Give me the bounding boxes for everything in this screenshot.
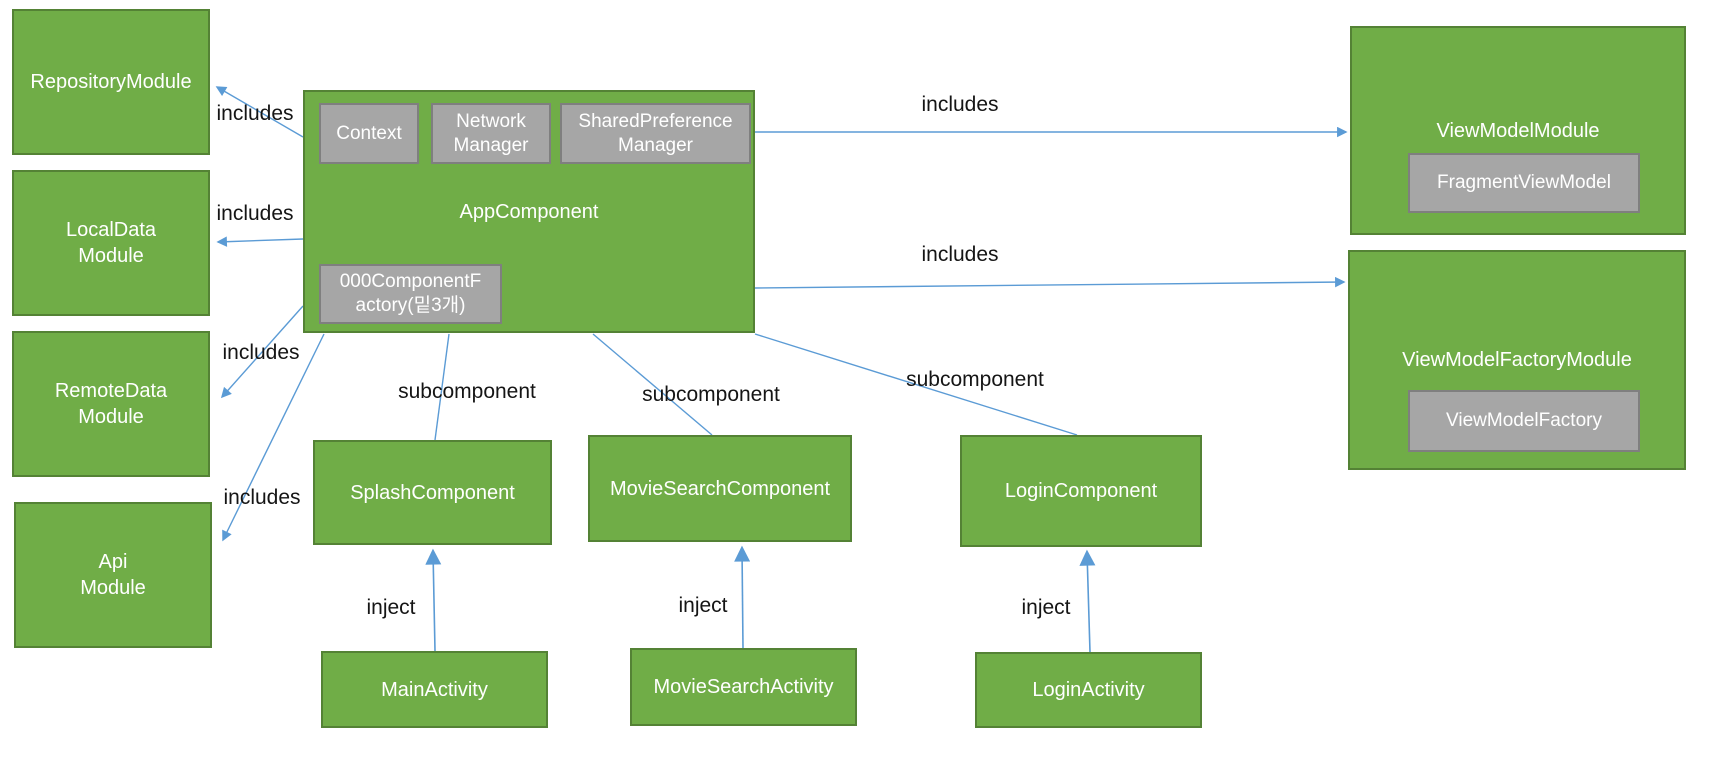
activity-login: LoginActivity [975, 652, 1202, 728]
edge-label-inject-movie-search: inject [678, 594, 728, 617]
module-api: Api Module [14, 502, 212, 648]
module-repository: RepositoryModule [12, 9, 210, 155]
edge-label-includes-local-data: includes [216, 202, 294, 225]
edge-label-subcomponent-movie-search: subcomponent [642, 383, 780, 406]
activity-main: MainActivity [321, 651, 548, 728]
provider-context: Context [319, 103, 419, 164]
app-component: AppComponent Context Network Manager Sha… [303, 90, 755, 333]
activity-movie-search-label: MovieSearchActivity [653, 676, 834, 698]
view-model-factory: ViewModelFactory [1408, 390, 1640, 452]
subcomponent-splash: SplashComponent [313, 440, 552, 545]
arrow-inject-login [1079, 549, 1096, 653]
edge-label-inject-login: inject [1021, 596, 1071, 619]
module-remote-data: RemoteData Module [12, 331, 210, 477]
provider-network-manager: Network Manager [431, 103, 551, 164]
arrow-inject-movie-search [734, 545, 751, 649]
subcomponent-splash-label: SplashComponent [350, 481, 515, 504]
provider-network-manager-label: Network Manager [453, 110, 529, 156]
activity-movie-search: MovieSearchActivity [630, 648, 857, 726]
module-remote-data-label: RemoteData Module [54, 380, 168, 428]
subcomponent-movie-search-label: MovieSearchComponent [609, 477, 831, 500]
subcomponent-movie-search: MovieSearchComponent [588, 435, 852, 542]
edge-label-includes-api: includes [223, 486, 301, 509]
provider-shared-preference-manager-label: SharedPreference Manager [578, 110, 733, 156]
edge-label-includes-remote-data: includes [222, 341, 300, 364]
view-model-factory-label: ViewModelFactory [1446, 410, 1602, 432]
provider-component-factory-label: 000ComponentF actory(밑3개) [339, 271, 482, 316]
edge-label-subcomponent-splash: subcomponent [398, 380, 536, 403]
subcomponent-login: LoginComponent [960, 435, 1202, 547]
arrow-includes-remote-data [220, 305, 304, 399]
view-model-module: ViewModelModule FragmentViewModel [1350, 26, 1686, 235]
arrow-includes-view-model-factory-module [754, 276, 1346, 289]
line-subcomponent-movie-search [592, 333, 713, 436]
line-subcomponent-login [754, 333, 1078, 436]
fragment-view-model: FragmentViewModel [1408, 153, 1640, 213]
edge-label-inject-main: inject [366, 596, 416, 619]
provider-component-factory: 000ComponentF actory(밑3개) [319, 264, 502, 324]
arrow-inject-main [425, 548, 442, 652]
module-local-data-label: LocalData Module [65, 219, 157, 267]
edge-label-includes-view-model-factory-module: includes [921, 243, 999, 266]
view-model-factory-module-label: ViewModelFactoryModule [1402, 349, 1632, 371]
activity-login-label: LoginActivity [1032, 679, 1145, 701]
view-model-factory-module: ViewModelFactoryModule ViewModelFactory [1348, 250, 1686, 470]
edge-label-subcomponent-login: subcomponent [906, 368, 1044, 391]
arrow-includes-repository [215, 86, 304, 138]
view-model-module-label: ViewModelModule [1436, 119, 1600, 142]
line-subcomponent-splash [434, 333, 450, 441]
provider-shared-preference-manager: SharedPreference Manager [560, 103, 751, 164]
module-api-label: Api Module [80, 551, 146, 599]
module-local-data: LocalData Module [12, 170, 210, 316]
edge-label-includes-view-model-module: includes [921, 93, 999, 116]
provider-context-label: Context [336, 122, 402, 144]
activity-main-label: MainActivity [381, 678, 488, 701]
module-repository-label: RepositoryModule [30, 71, 192, 93]
subcomponent-login-label: LoginComponent [1004, 480, 1158, 502]
edge-label-includes-repository: includes [216, 102, 294, 125]
arrow-includes-api [222, 333, 325, 542]
arrow-includes-local-data [216, 236, 304, 247]
fragment-view-model-label: FragmentViewModel [1437, 172, 1611, 194]
app-component-label: AppComponent [459, 200, 599, 223]
